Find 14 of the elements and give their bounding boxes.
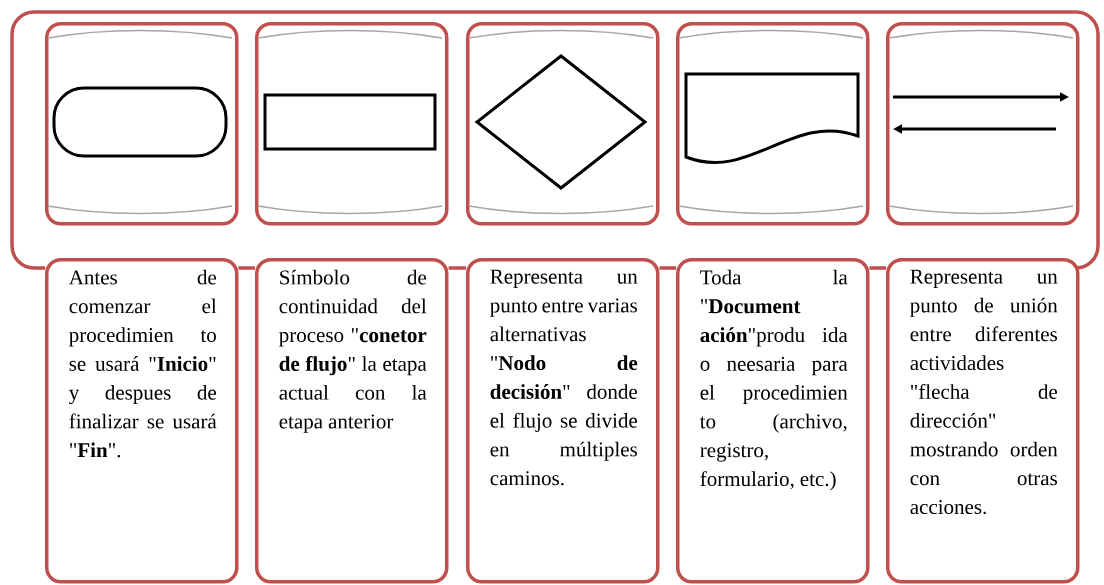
description-box: Representa un punto de unión entre diferentes actividades "flecha de dirección" mostrando orden con otras acciones. — [886, 258, 1080, 584]
symbol-card-drawing — [45, 22, 239, 226]
connector-line — [869, 266, 886, 270]
symbol-card-drawing — [255, 22, 449, 226]
description-box: Símbolo de continuidad del proceso "conetor de flujo" la etapa actual con la etapa anterior — [255, 258, 449, 584]
symbol-card-drawing — [886, 22, 1080, 226]
symbol-card-drawing — [466, 22, 660, 226]
description-box: Antes de comenzar el procedimien to se usará "Inicio" y despues de finalizar se usará "Fin". — [45, 258, 239, 584]
connector-line — [659, 266, 676, 270]
description-box: Representa un punto entre varias alternativas "Nodo de decisión" donde el flujo se divide en múltiples caminos. — [466, 258, 660, 584]
connector-line — [448, 266, 466, 270]
symbol-card-drawing — [676, 22, 870, 226]
connector-line — [238, 266, 255, 270]
description-box: Toda la "Document ación"produ ida o neesaria para el procedimien to (archivo, registro, formulario, etc.) — [676, 258, 870, 584]
